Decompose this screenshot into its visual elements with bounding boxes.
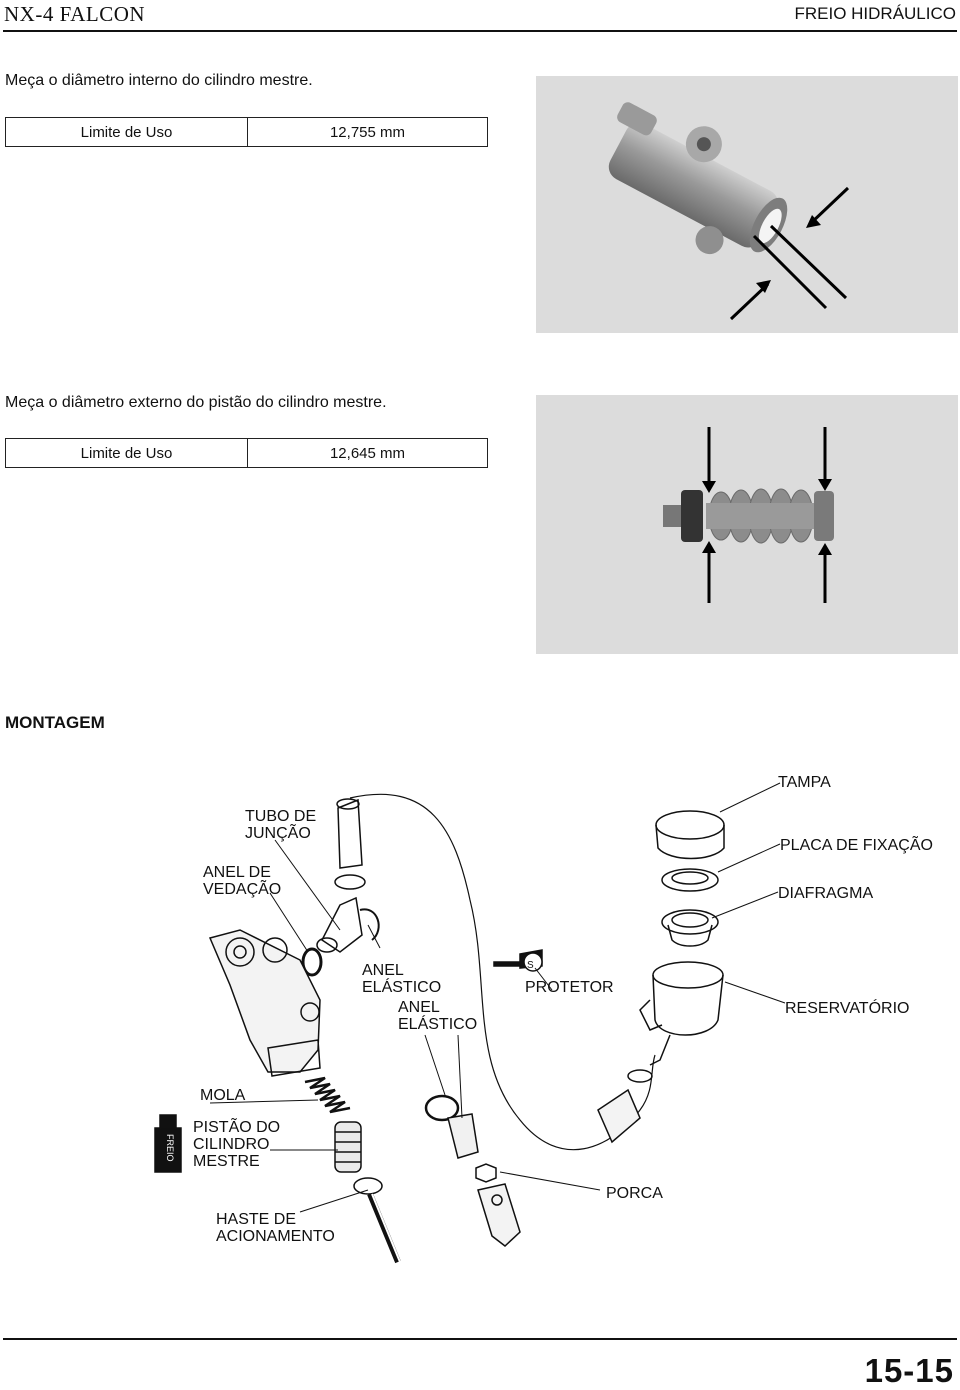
header-section-title: FREIO HIDRÁULICO <box>794 4 956 23</box>
step1-text: Meça o diâmetro interno do cilindro mest… <box>5 72 313 89</box>
grease-symbol-mark: S <box>527 960 534 971</box>
label-haste-de-acionamento: HASTE DE ACIONAMENTO <box>216 1211 335 1245</box>
label-tampa: TAMPA <box>778 774 831 791</box>
spec-label: Limite de Uso <box>6 118 248 146</box>
cylinder-photo-illustration <box>608 102 850 321</box>
spec-value: 12,755 mm <box>329 123 406 141</box>
label-anel-de-vedacao: ANEL DE VEDAÇÃO <box>203 864 282 898</box>
label-anel-elastico-1: ANEL ELÁSTICO <box>362 962 442 996</box>
header-rule <box>3 30 957 32</box>
label-anel-elastico-2: ANEL ELÁSTICO <box>398 999 478 1033</box>
label-mola: MOLA <box>200 1087 246 1104</box>
spec-table-1: Limite de Uso 12,755 mm <box>5 117 488 147</box>
label-pistao-do-cilindro-mestre: PISTÃO DO CILINDRO MESTRE <box>193 1119 281 1170</box>
page-number: 15-15 <box>864 1352 954 1389</box>
label-diafragma: DIAFRAGMA <box>778 885 874 902</box>
piston-photo-illustration <box>663 427 834 603</box>
spec-table-2: Limite de Uso 12,645 mm <box>5 438 488 468</box>
label-protetor: PROTETOR <box>525 979 614 996</box>
label-placa-de-fixacao: PLACA DE FIXAÇÃO <box>780 837 933 854</box>
label-reservatorio: RESERVATÓRIO <box>785 1000 910 1017</box>
section-title: MONTAGEM <box>5 713 105 732</box>
grease-tube-label: FREIO <box>165 1134 175 1162</box>
photo-cylinder-bore <box>536 76 958 333</box>
step2-text: Meça o diâmetro externo do pistão do cil… <box>5 394 387 411</box>
label-tubo-de-juncao: TUBO DE JUNÇÃO <box>245 808 317 842</box>
spec-value: 12,645 mm <box>329 444 406 462</box>
header-model: NX-4 FALCON <box>4 2 146 26</box>
assembly-diagram <box>154 782 786 1264</box>
label-porca: PORCA <box>606 1185 663 1202</box>
photo-piston <box>536 395 958 654</box>
spec-label: Limite de Uso <box>6 439 248 467</box>
footer-rule <box>3 1338 957 1340</box>
